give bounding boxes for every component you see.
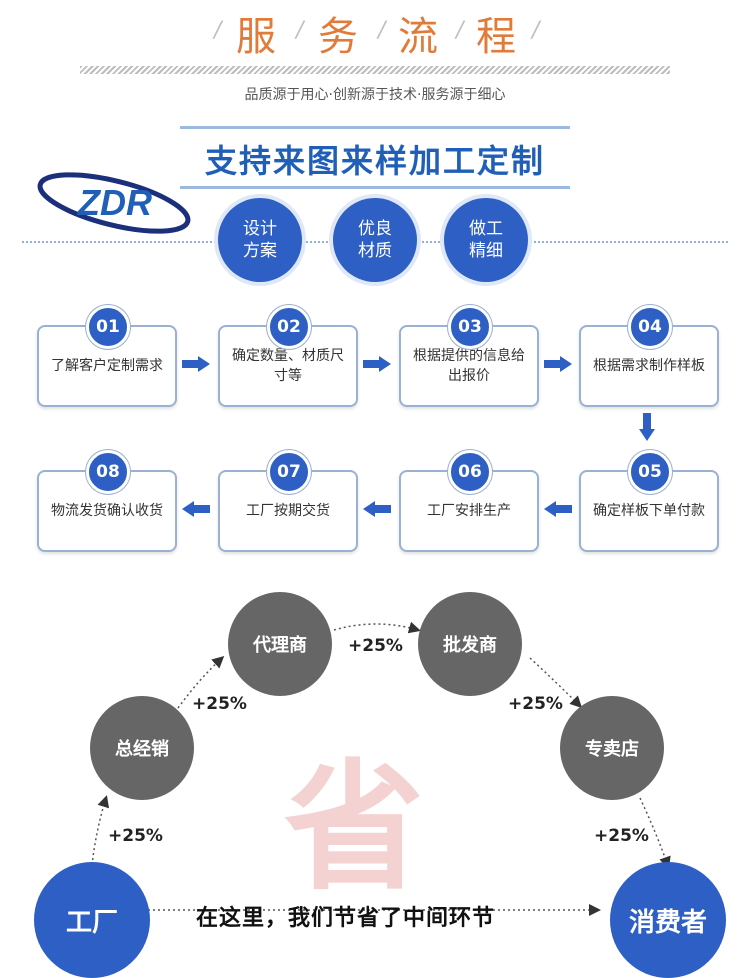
save-watermark: 省	[284, 747, 425, 910]
title-char: 程	[476, 14, 518, 60]
arrow-left-icon	[182, 501, 210, 517]
markup-label: +25%	[348, 636, 403, 656]
feature-craft: 做工精细	[444, 198, 528, 282]
step-text: 工厂安排生产	[427, 503, 511, 519]
step-text: 根据需求制作样板	[593, 358, 705, 374]
node-consumer: 消费者	[610, 862, 726, 978]
markup-label: +25%	[508, 694, 563, 714]
step-number-05: 05	[628, 450, 672, 494]
node-general-distributor: 总经销	[90, 696, 194, 800]
arrow-right-icon	[544, 356, 572, 372]
step-text: 了解客户定制需求	[51, 358, 163, 374]
banner-title: 支持来图来样加工定制	[204, 142, 545, 180]
arrow-right-icon	[182, 356, 210, 372]
title-char: 流	[398, 14, 440, 60]
title-slash: /	[456, 18, 464, 43]
node-agent: 代理商	[228, 592, 332, 696]
node-wholesaler: 批发商	[418, 592, 522, 696]
title-slash: /	[378, 18, 386, 43]
arrow-left-icon	[363, 501, 391, 517]
title-slash: /	[296, 18, 304, 43]
node-factory: 工厂	[34, 862, 150, 978]
step-number-03: 03	[448, 305, 492, 349]
markup-label: +25%	[108, 826, 163, 846]
step-text: 确定样板下单付款	[593, 503, 705, 519]
title-slash: /	[214, 18, 222, 43]
page-title: / 服 / 务 / 流 / 程 /	[0, 4, 750, 60]
arrow-down-icon	[639, 413, 655, 441]
step-text: 物流发货确认收货	[51, 503, 163, 519]
title-char: 务	[318, 14, 360, 60]
node-store: 专卖店	[560, 696, 664, 800]
logo-text: ZDR	[77, 182, 152, 223]
step-text: 根据提供的信息给出报价	[413, 348, 525, 384]
subtitle: 品质源于用心·创新源于技术·服务源于细心	[244, 87, 506, 103]
markup-label: +25%	[594, 826, 649, 846]
step-number-06: 06	[448, 450, 492, 494]
step-text: 工厂按期交货	[246, 503, 330, 519]
step-number-08: 08	[86, 450, 130, 494]
feature-material: 优良材质	[333, 198, 417, 282]
step-text: 确定数量、材质尺寸等	[232, 348, 344, 384]
flow-arcs	[91, 621, 671, 916]
step-number-07: 07	[267, 450, 311, 494]
markup-label: +25%	[192, 694, 247, 714]
title-slash: /	[532, 18, 540, 43]
bottom-caption: 在这里，我们节省了中间环节	[196, 906, 496, 931]
step-number-02: 02	[267, 305, 311, 349]
step-number-04: 04	[628, 305, 672, 349]
zdr-logo: ZDR	[37, 172, 191, 234]
feature-design: 设计方案	[218, 198, 302, 282]
arrow-right-icon	[363, 356, 391, 372]
title-char: 服	[236, 14, 278, 60]
title-divider	[80, 66, 670, 74]
step-number-01: 01	[86, 305, 130, 349]
banner-line-top	[180, 126, 570, 129]
banner-line-bottom	[180, 186, 570, 189]
arrow-left-icon	[544, 501, 572, 517]
step-box-01: 了解客户定制需求	[37, 325, 177, 407]
